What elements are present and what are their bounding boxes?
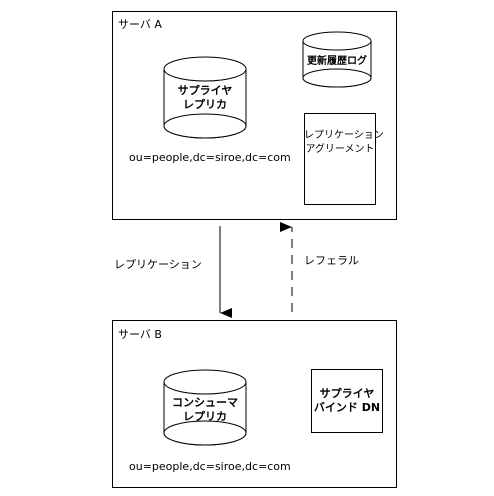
replication-label: レプリケーション (114, 258, 202, 271)
supplier-replica-label-1: サプライヤ (177, 84, 233, 97)
supplier-bind-dn-label-2: バインド DN (313, 401, 381, 414)
supplier-replica-label-2: レプリカ (183, 98, 227, 111)
consumer-replica-cylinder (163, 369, 247, 446)
server-b-title: サーバ B (118, 328, 162, 341)
referral-label: レフェラル (304, 254, 359, 267)
replication-agreement-label-2: アグリーメント (305, 144, 375, 155)
changelog-label: 更新履歴ログ (307, 56, 367, 67)
consumer-replica-label-2: レプリカ (183, 410, 227, 423)
consumer-replica-label-1: コンシューマ (172, 396, 238, 409)
supplier-bind-dn-box (311, 369, 383, 433)
supplier-replica-cylinder (163, 56, 247, 139)
server-a-title: サーバ A (118, 18, 162, 31)
consumer-replica-suffix: ou=people,dc=siroe,dc=com (129, 460, 291, 473)
replication-agreement-box (304, 113, 376, 205)
replication-agreement-label-1: レプリケーション (304, 130, 384, 141)
supplier-replica-suffix: ou=people,dc=siroe,dc=com (129, 151, 291, 164)
changelog-cylinder (302, 31, 372, 88)
supplier-bind-dn-label-1: サプライヤ (319, 387, 375, 400)
